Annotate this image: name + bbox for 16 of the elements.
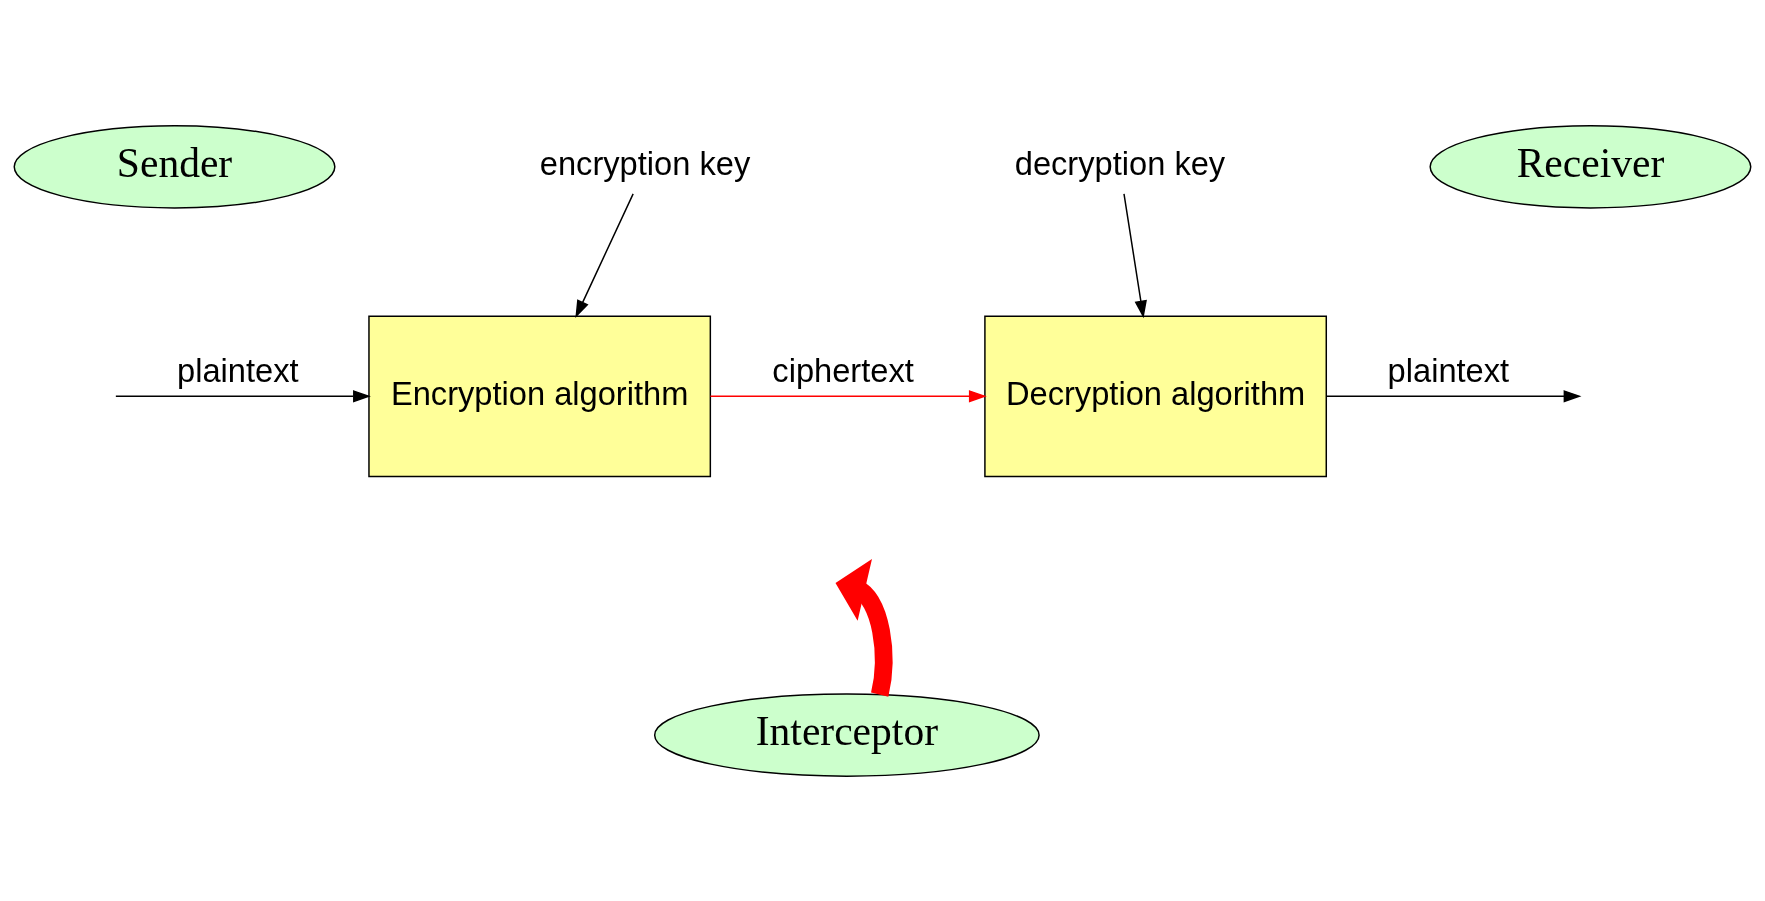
node-ellipse: Receiver: [1429, 124, 1752, 209]
arrow: [1325, 389, 1582, 403]
arrow: [115, 389, 371, 403]
node-text: encryption key: [539, 144, 751, 182]
node-box: Decryption algorithm: [984, 314, 1327, 477]
edge-label: plaintext: [177, 351, 299, 389]
arrow: [1123, 192, 1147, 318]
node-text: decryption key: [1014, 144, 1226, 182]
arrow: [835, 558, 893, 696]
edge-label: plaintext: [1387, 351, 1510, 389]
edge-label: ciphertext: [772, 351, 914, 389]
arrow: [709, 389, 987, 403]
node-ellipse: Sender: [13, 124, 336, 209]
node-box: Encryption algorithm: [368, 314, 712, 477]
node-ellipse: Interceptor: [653, 692, 1040, 777]
arrow: [575, 192, 634, 318]
